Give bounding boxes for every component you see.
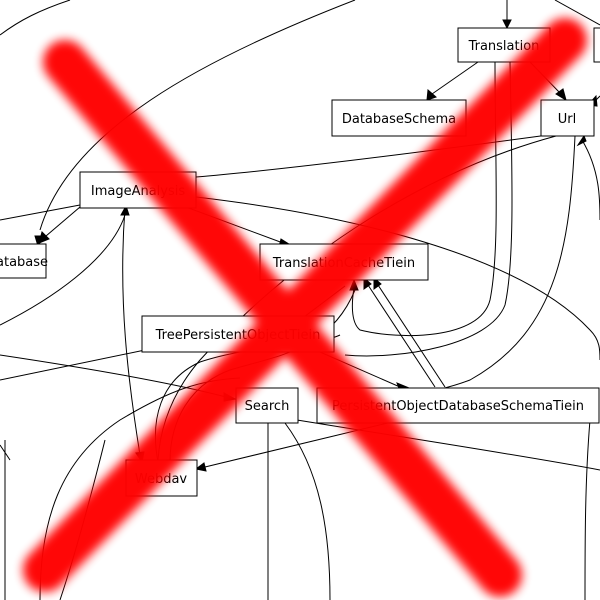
edge-imageanalysis-to-webdav <box>122 207 141 456</box>
arrowhead <box>373 276 382 290</box>
edge-top-right <box>554 0 600 26</box>
arrowhead <box>363 276 372 290</box>
node-label: Url <box>558 112 576 127</box>
node-top-right-partial[interactable] <box>593 27 600 63</box>
node-label: DatabaseSchema <box>342 112 456 127</box>
edge-translation-to-databaseschema <box>431 61 479 95</box>
edge-translation-down-1 <box>351 61 497 337</box>
edge-tree-to-left <box>0 349 146 381</box>
edge-top-curve-left <box>39 0 356 231</box>
node-database-schema[interactable]: DatabaseSchema <box>331 99 467 137</box>
edge-persistent-down-right <box>584 419 591 600</box>
edge-left-to-imageanalysis <box>0 204 81 221</box>
node-label: atabase <box>0 255 48 270</box>
edge-left-small <box>0 444 11 461</box>
edge-search-curve-down <box>284 422 331 600</box>
edge-imageanalysis-right-curve <box>195 196 600 361</box>
edge-imageanalysis-to-database <box>45 206 81 237</box>
edge-url-far-right <box>581 139 600 221</box>
red-x-overlay <box>23 18 587 597</box>
arrowhead <box>502 19 512 30</box>
edge-persistent-to-translationcache-2 <box>377 284 446 388</box>
arrowhead <box>555 88 567 102</box>
arrowhead <box>38 231 50 244</box>
node-label: Search <box>245 399 290 414</box>
edge-search-right <box>296 419 600 471</box>
node-label: PersistentObjectDatabaseSchemaTiein <box>332 399 584 414</box>
arrowhead <box>576 134 587 147</box>
edge-translation-down-2 <box>344 61 513 357</box>
x-stroke-diagonal-up <box>23 18 587 592</box>
node-url[interactable]: Url <box>540 99 595 137</box>
edge-left-top <box>0 0 71 36</box>
arrowhead <box>194 462 207 472</box>
edge-left-to-imageanalysis-curve <box>0 214 126 326</box>
arrowhead <box>426 88 437 101</box>
node-label: Translation <box>468 39 540 54</box>
arrowhead <box>120 204 130 216</box>
edge-persistent-to-translationcache-1 <box>367 284 436 388</box>
nodes: Translation Url DatabaseSchema ImageAnal… <box>0 27 600 497</box>
node-database[interactable]: atabase <box>0 243 48 279</box>
node-translation[interactable]: Translation <box>457 27 551 63</box>
